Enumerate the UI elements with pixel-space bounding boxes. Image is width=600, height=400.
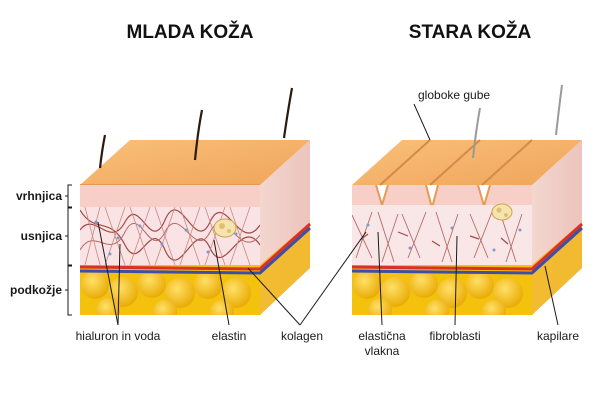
old-wrinkle-line [379,139,431,186]
young-side-fat [260,222,310,315]
old-vein [351,226,584,275]
old-surface [352,140,582,185]
label-deep-wrinkles: globoke gube [418,88,490,102]
old-artery [351,222,584,271]
old-wrinkle-line [429,139,481,186]
label-elastic-fibers-line1: elastična [358,329,406,343]
young-hair [282,87,294,139]
old-hair [472,107,481,159]
label-fibroblasts: fibroblasti [429,329,480,343]
label-elastic-fibers-line2: vlakna [365,344,400,358]
young-hair [98,134,107,169]
old-fat-cells [353,270,523,315]
young-fat-cells [81,270,251,315]
young-skin-block [79,87,312,315]
label-dermis: usnjica [21,229,63,243]
old-fibroblast-cell [491,203,513,221]
title-old-skin: STARA KOŽA [409,21,532,43]
old-hair [555,84,563,136]
young-epidermis [80,185,260,207]
old-fibers [352,211,523,263]
label-hyaluron-water: hialuron in voda [76,329,161,343]
old-skin-block [351,84,584,315]
label-epidermis: vrhnjica [16,189,62,203]
label-hypodermis: podkožje [10,283,62,297]
young-fibroblast-cell [213,218,237,238]
young-artery [79,222,312,271]
title-young-skin: MLADA KOŽA [127,21,254,43]
young-surface [80,140,310,185]
old-epidermis [352,185,532,208]
old-wrinkle-line [481,139,533,186]
label-elastin: elastin [212,329,247,343]
old-side-fat [532,222,582,315]
young-hair [193,109,204,161]
leader-lines [97,103,559,326]
label-capillaries: kapilare [537,329,579,343]
layer-brackets [65,184,72,316]
young-vein [79,226,312,275]
label-collagen: kolagen [281,329,323,343]
